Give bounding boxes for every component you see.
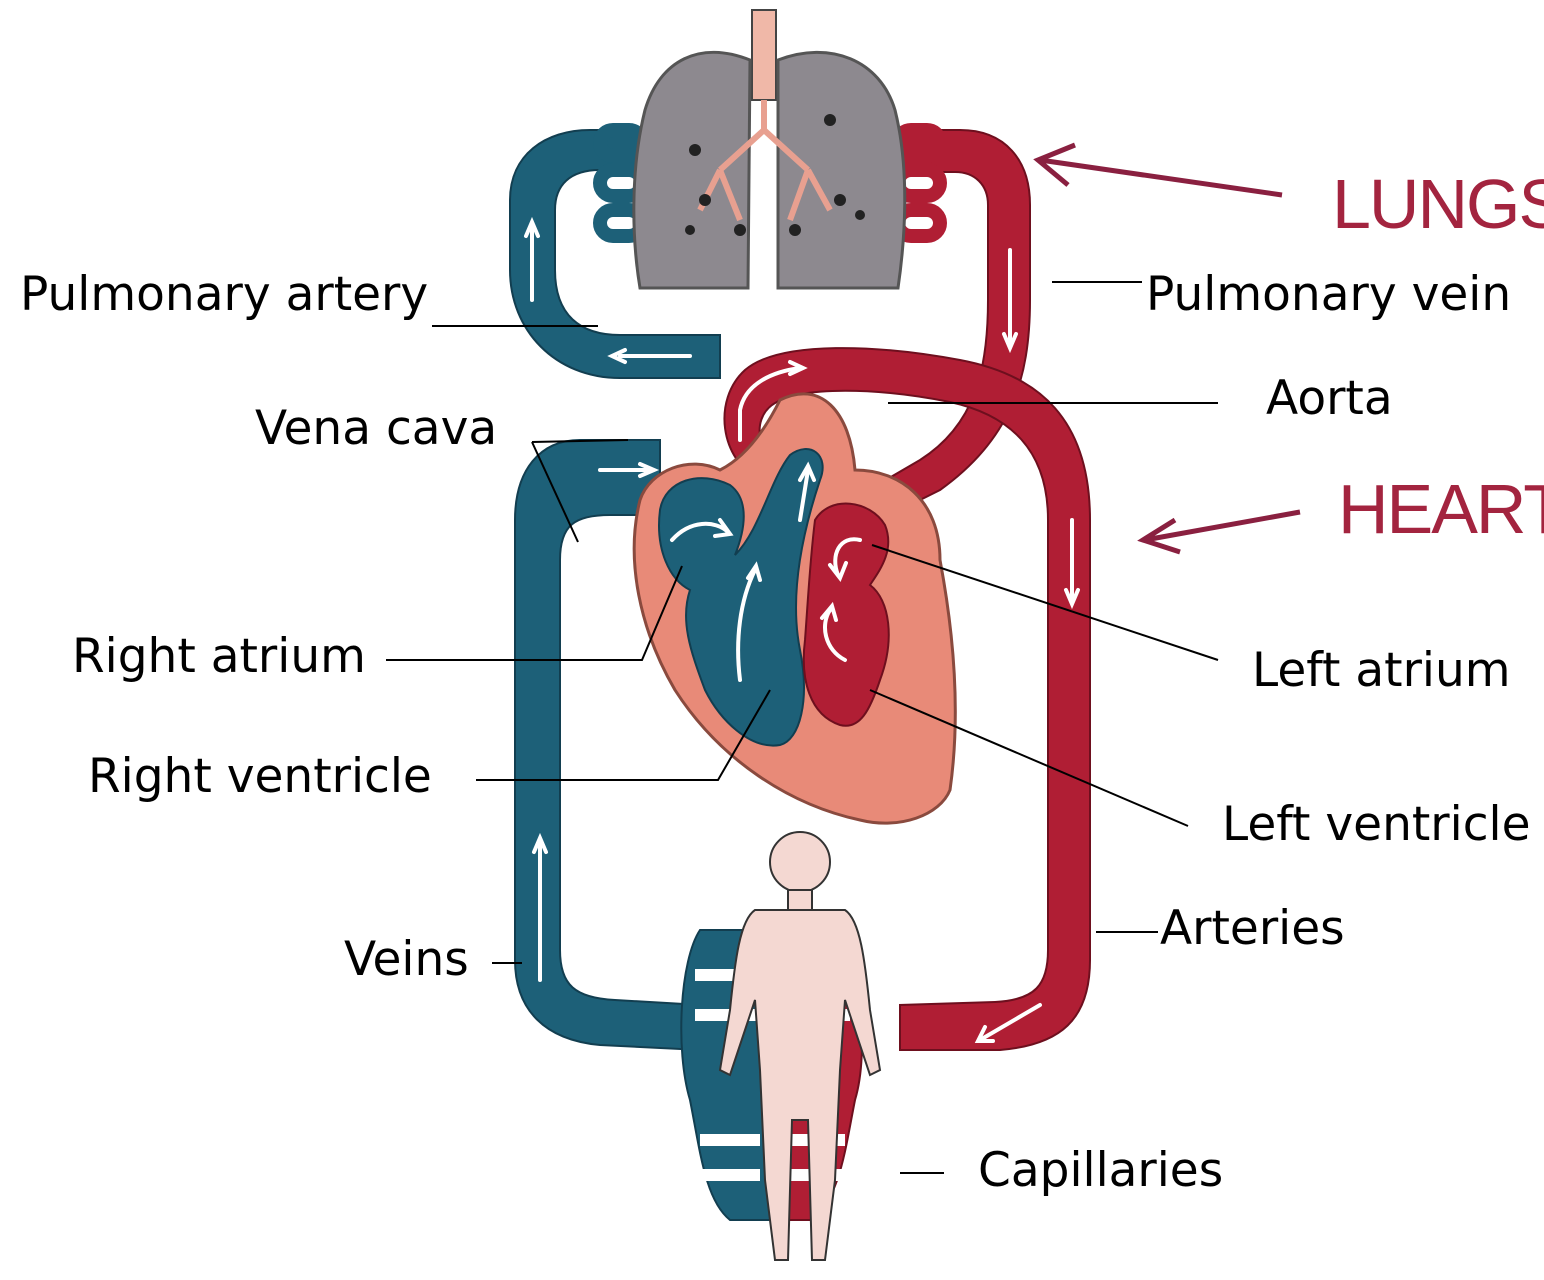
aorta-label: Aorta (1266, 371, 1393, 426)
left-ventricle-label: Left ventricle (1222, 797, 1531, 852)
heart-illustration (634, 394, 955, 823)
vena-cava-label: Vena cava (255, 401, 497, 456)
pulmonary-vein-label: Pulmonary vein (1146, 267, 1511, 322)
capillaries-label: Capillaries (978, 1143, 1223, 1198)
right-ventricle-label: Right ventricle (88, 749, 432, 804)
veins-label: Veins (344, 932, 469, 987)
lungs-title: LUNGS (1332, 165, 1544, 243)
right-atrium-label: Right atrium (72, 629, 366, 684)
lungs-illustration (634, 10, 905, 288)
arteries-label: Arteries (1160, 901, 1345, 956)
heart-arrow-icon (1143, 512, 1300, 552)
heart-title: HEART (1338, 470, 1544, 548)
heart-title-group: HEART (1143, 470, 1544, 552)
left-atrium-label: Left atrium (1252, 643, 1511, 698)
lungs-arrow-icon (1038, 145, 1282, 195)
lungs-title-group: LUNGS (1038, 145, 1544, 243)
pulmonary-artery-label: Pulmonary artery (20, 267, 428, 322)
